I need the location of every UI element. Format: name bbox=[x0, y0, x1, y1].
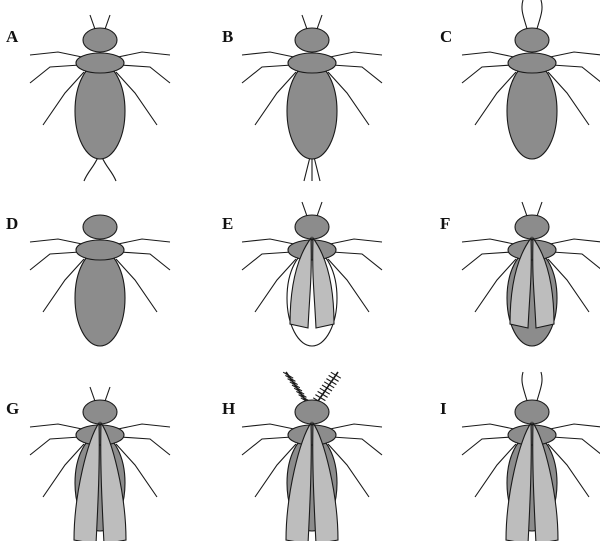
left-leg-2 bbox=[30, 252, 80, 270]
left-leg-1 bbox=[462, 424, 514, 429]
panel-label: A bbox=[6, 27, 19, 46]
right-leg-2 bbox=[332, 437, 382, 455]
right-cercus bbox=[314, 157, 320, 181]
thorax bbox=[76, 240, 124, 260]
right-leg-1 bbox=[550, 52, 600, 57]
panel-d: D bbox=[6, 214, 170, 346]
right-leg-2 bbox=[120, 252, 170, 270]
right-leg-1 bbox=[118, 52, 170, 57]
panel-label: I bbox=[440, 399, 447, 418]
abdomen bbox=[287, 63, 337, 159]
head bbox=[515, 215, 549, 239]
panel-label: B bbox=[222, 27, 233, 46]
panel-label: H bbox=[222, 399, 235, 418]
head bbox=[295, 215, 329, 239]
thorax bbox=[288, 425, 336, 445]
thorax bbox=[76, 53, 124, 73]
left-leg-1 bbox=[30, 52, 82, 57]
thorax bbox=[508, 240, 556, 260]
right-leg-1 bbox=[550, 239, 600, 244]
right-leg-2 bbox=[552, 437, 600, 455]
right-leg-1 bbox=[330, 424, 382, 429]
left-antenna bbox=[522, 0, 528, 32]
left-leg-2 bbox=[462, 65, 512, 83]
left-leg-1 bbox=[242, 52, 294, 57]
right-cercus bbox=[102, 157, 116, 181]
thorax bbox=[76, 425, 124, 445]
panel-label: E bbox=[222, 214, 233, 233]
left-cercus bbox=[304, 157, 310, 181]
panel-a: A bbox=[6, 15, 170, 181]
panel-b: B bbox=[222, 15, 382, 181]
right-leg-1 bbox=[550, 424, 600, 429]
left-leg-2 bbox=[462, 437, 512, 455]
right-leg-1 bbox=[330, 239, 382, 244]
thorax bbox=[288, 53, 336, 73]
left-leg-1 bbox=[462, 52, 514, 57]
right-leg-1 bbox=[118, 424, 170, 429]
left-leg-2 bbox=[242, 437, 292, 455]
right-leg-2 bbox=[120, 437, 170, 455]
left-leg-1 bbox=[462, 239, 514, 244]
right-leg-2 bbox=[552, 252, 600, 270]
head bbox=[83, 215, 117, 239]
abdomen bbox=[507, 63, 557, 159]
thorax bbox=[288, 240, 336, 260]
right-antenna bbox=[536, 372, 542, 404]
panels-layer: A B C D E F G H I bbox=[6, 0, 600, 541]
right-leg-2 bbox=[332, 252, 382, 270]
panel-label: D bbox=[6, 214, 18, 233]
thorax bbox=[508, 425, 556, 445]
left-leg-2 bbox=[462, 252, 512, 270]
panel-i: I bbox=[440, 372, 600, 541]
left-leg-1 bbox=[30, 239, 82, 244]
abdomen bbox=[75, 250, 125, 346]
head bbox=[295, 28, 329, 52]
right-antenna bbox=[536, 0, 542, 32]
panel-f: F bbox=[440, 202, 600, 346]
left-leg-1 bbox=[30, 424, 82, 429]
head bbox=[295, 400, 329, 424]
panel-label: C bbox=[440, 27, 452, 46]
head bbox=[515, 400, 549, 424]
panel-g: G bbox=[6, 387, 170, 541]
left-leg-2 bbox=[242, 65, 292, 83]
panel-e: E bbox=[222, 202, 382, 346]
right-leg-2 bbox=[332, 65, 382, 83]
head bbox=[83, 400, 117, 424]
left-leg-2 bbox=[30, 65, 80, 83]
panel-label: G bbox=[6, 399, 19, 418]
right-leg-1 bbox=[330, 52, 382, 57]
right-leg-1 bbox=[118, 239, 170, 244]
head bbox=[83, 28, 117, 52]
thorax bbox=[508, 53, 556, 73]
left-cercus bbox=[84, 157, 98, 181]
panel-label: F bbox=[440, 214, 450, 233]
left-leg-2 bbox=[242, 252, 292, 270]
head bbox=[515, 28, 549, 52]
abdomen bbox=[75, 63, 125, 159]
panel-c: C bbox=[440, 0, 600, 159]
left-antenna bbox=[522, 372, 528, 404]
right-leg-2 bbox=[552, 65, 600, 83]
left-leg-1 bbox=[242, 424, 294, 429]
left-leg-1 bbox=[242, 239, 294, 244]
right-leg-2 bbox=[120, 65, 170, 83]
panel-h: H bbox=[222, 372, 382, 541]
left-leg-2 bbox=[30, 437, 80, 455]
